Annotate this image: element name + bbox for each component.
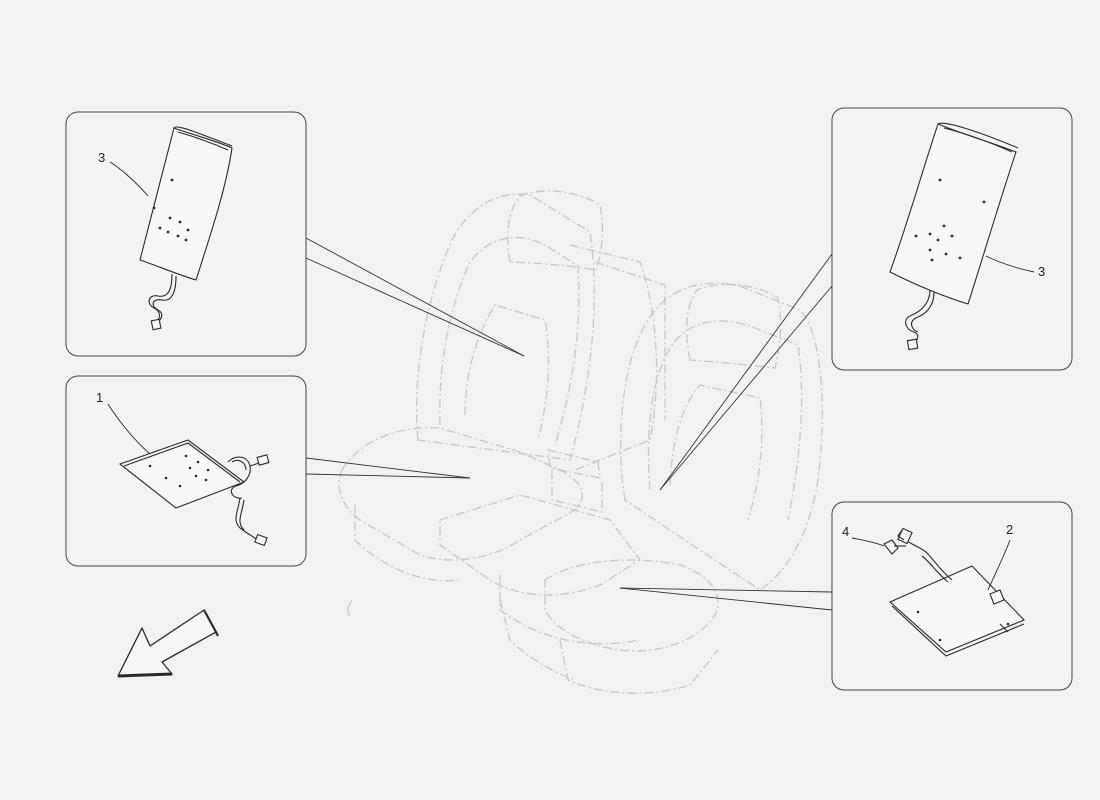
front-direction-arrow-icon <box>117 609 219 678</box>
stray-mark <box>347 599 353 617</box>
cushion-heater-pad-left <box>118 439 270 547</box>
rear-seat-ghost <box>338 190 823 694</box>
callout-1: 1 <box>96 390 151 455</box>
leader-lines <box>305 237 833 611</box>
callout-label: 1 <box>96 390 103 405</box>
callout-label: 3 <box>1038 264 1045 279</box>
callout-3-right: 3 <box>985 255 1045 279</box>
callout-2: 2 <box>987 522 1013 591</box>
callout-3-left: 3 <box>98 150 149 197</box>
callout-4: 4 <box>842 524 885 547</box>
callout-label: 3 <box>98 150 105 165</box>
backrest-heater-pad-right <box>889 122 1019 351</box>
callout-label: 4 <box>842 524 849 539</box>
cushion-heater-pad-right <box>883 527 1025 657</box>
backrest-heater-pad-left <box>139 126 233 331</box>
callout-label: 2 <box>1006 522 1013 537</box>
